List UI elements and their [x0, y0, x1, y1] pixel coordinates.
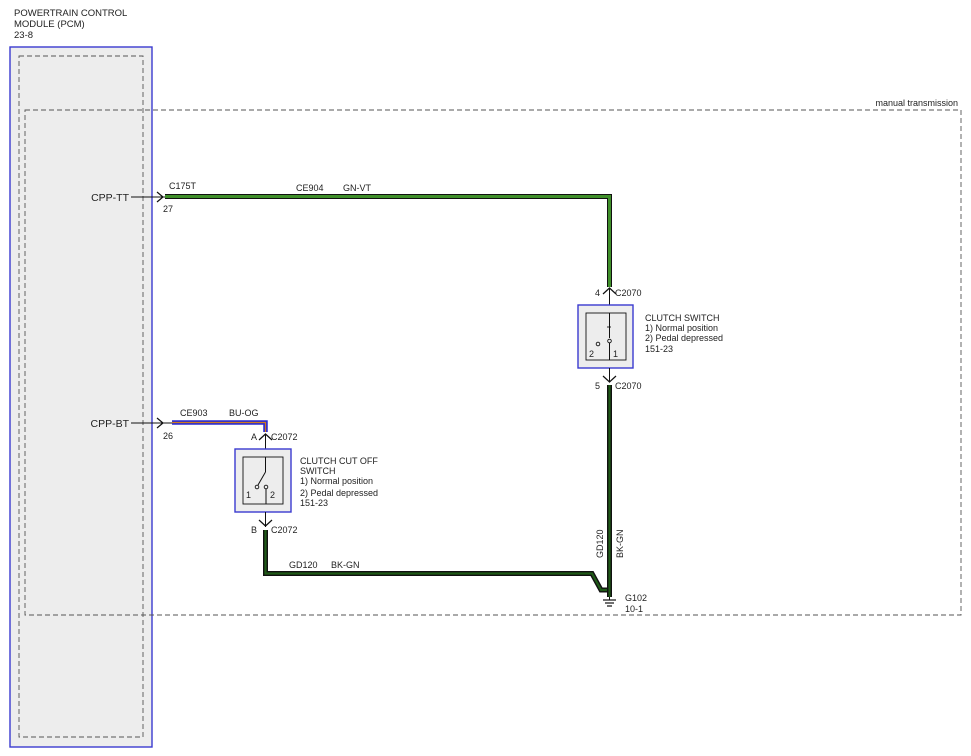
cutoff-switch-line2: 2) Pedal depressed — [300, 488, 378, 498]
ground-icon — [603, 597, 616, 607]
ground-name: G102 — [625, 593, 647, 603]
wire-ce904-color: GN-VT — [343, 183, 372, 193]
clutch-switch-line2: 2) Pedal depressed — [645, 333, 723, 343]
cutoff-switch-ref: 151-23 — [300, 498, 328, 508]
wire-gd120-v-color: BK-GN — [615, 529, 625, 558]
wire-gd120-h-color: BK-GN — [331, 560, 360, 570]
pin-27: 27 — [163, 204, 173, 214]
cutoff-switch-title-line2: SWITCH — [300, 466, 336, 476]
clutch-switch-top-pin: 4 — [595, 288, 600, 298]
pcm-title-line2: MODULE (PCM) — [14, 19, 85, 30]
region-label: manual transmission — [875, 98, 958, 108]
pcm-module[interactable] — [9, 46, 153, 748]
clutch-switch-contact-2: 2 — [589, 349, 594, 359]
wire-gd120-horizontal[interactable] — [263, 530, 610, 593]
clutch-switch-bottom-connector-icon — [602, 375, 617, 383]
clutch-switch[interactable] — [577, 304, 634, 369]
clutch-switch-ref: 151-23 — [645, 344, 673, 354]
wire-ce903[interactable] — [172, 420, 268, 433]
clutch-switch-bottom-pin: 5 — [595, 381, 600, 391]
wire-ce903-color: BU-OG — [229, 408, 259, 418]
pcm-title-line1: POWERTRAIN CONTROL — [14, 8, 127, 19]
clutch-switch-contact-1: 1 — [613, 349, 618, 359]
wire-ce904-circuit: CE904 — [296, 183, 324, 193]
cutoff-switch-bottom-pin: B — [251, 525, 257, 535]
cutoff-switch-line1: 1) Normal position — [300, 476, 373, 486]
wire-ce904[interactable] — [165, 194, 612, 288]
cutoff-switch-title-line1: CLUTCH CUT OFF — [300, 456, 378, 466]
cutoff-switch-top-pin: A — [251, 432, 257, 442]
pcm-ref: 23-8 — [14, 30, 33, 41]
clutch-switch-title: CLUTCH SWITCH — [645, 313, 720, 323]
pin-cpp-tt-label: CPP-TT — [91, 192, 130, 204]
cutoff-switch-contact-1: 1 — [246, 490, 251, 500]
wire-gd120-h-circuit: GD120 — [289, 560, 318, 570]
manual-transmission-region — [24, 109, 962, 616]
pin-26: 26 — [163, 431, 173, 441]
cutoff-switch-bottom-connector-icon — [258, 519, 273, 527]
wire-ce903-circuit: CE903 — [180, 408, 208, 418]
cutoff-switch-contact-2: 2 — [270, 490, 275, 500]
pin-cpp-bt-label: CPP-BT — [90, 418, 129, 430]
wire-gd120-v-circuit: GD120 — [595, 529, 605, 558]
clutch-switch-bottom-connector: C2070 — [615, 381, 642, 391]
pin-cpp-bt-arrow-icon — [156, 417, 164, 429]
ground-ref: 10-1 — [625, 604, 643, 614]
clutch-cutoff-switch[interactable] — [234, 448, 292, 513]
clutch-switch-top-connector: C2070 — [615, 288, 642, 298]
connector-c175t: C175T — [169, 181, 197, 191]
pin-cpp-tt-arrow-icon — [156, 191, 164, 203]
cutoff-switch-top-connector: C2072 — [271, 432, 298, 442]
pcm-inner-dashed — [18, 55, 144, 738]
clutch-switch-line1: 1) Normal position — [645, 323, 718, 333]
cutoff-switch-bottom-connector: C2072 — [271, 525, 298, 535]
